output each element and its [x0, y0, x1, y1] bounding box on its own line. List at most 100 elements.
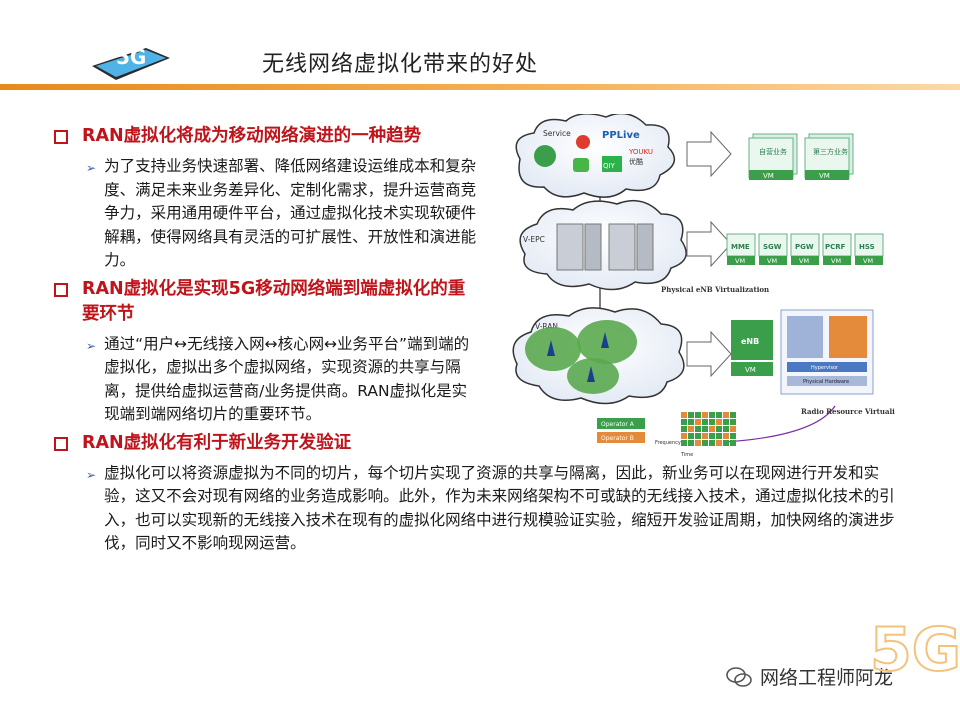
square-bullet-icon — [54, 436, 68, 451]
square-bullet-icon — [54, 282, 68, 297]
grid-cell — [702, 412, 708, 418]
grid-cell — [723, 426, 729, 432]
svg-text:Service: Service — [543, 129, 571, 138]
wechat-watermark: 网络工程师阿龙 — [726, 663, 893, 690]
svg-text:Radio Resource Virtualization: Radio Resource Virtualization — [801, 407, 895, 416]
grid-cell — [681, 419, 687, 425]
arrow-bullet-icon: ➢ — [86, 161, 97, 175]
connector-arrow — [724, 405, 836, 443]
grid-cell — [709, 440, 715, 446]
svg-text:V-EPC: V-EPC — [523, 235, 545, 244]
svg-text:VM: VM — [831, 257, 841, 265]
grid-cell — [730, 433, 736, 439]
square-bullet-icon — [54, 130, 68, 144]
grid-cell — [681, 426, 687, 432]
grid-cell — [702, 440, 708, 446]
grid-cell — [709, 426, 715, 432]
operator-grid: Operator A Operator B Time Frequency — [597, 412, 736, 458]
grid-cell — [716, 426, 722, 432]
grid-cell — [723, 440, 729, 446]
grid-cell — [730, 419, 736, 425]
svg-text:5G: 5G — [116, 45, 146, 69]
grid-cell — [688, 440, 694, 446]
grid-cell — [695, 433, 701, 439]
grid-cell — [688, 412, 694, 418]
grid-cell — [723, 419, 729, 425]
svg-text:MME: MME — [731, 243, 750, 251]
svg-text:SGW: SGW — [763, 243, 782, 251]
svg-text:PPLive: PPLive — [602, 130, 640, 141]
arrow-bullet-icon: ➢ — [86, 467, 97, 482]
grid-cell — [688, 426, 694, 432]
grid-cell — [723, 412, 729, 418]
svg-text:QIY: QIY — [603, 162, 616, 170]
grid-cell — [695, 440, 701, 446]
point-1-heading: RAN虚拟化将成为移动网络演进的一种趋势 — [52, 124, 482, 149]
epc-cloud: V-EPC — [519, 199, 687, 291]
arrow-bullet-icon: ➢ — [86, 338, 97, 353]
grid-cell — [688, 419, 694, 425]
svg-text:VM: VM — [799, 257, 809, 265]
svg-text:VM: VM — [735, 257, 745, 265]
arrow-right-icon — [686, 130, 732, 178]
svg-text:VM: VM — [763, 172, 774, 180]
grid-cell — [702, 419, 708, 425]
svg-text:HSS: HSS — [859, 243, 875, 251]
svg-text:VM: VM — [767, 257, 777, 265]
ran-virtualization-diagram: Service PPLive QIY YOUKU 优酷 自营业务 VM 第三方业… — [512, 114, 895, 458]
grid-cell — [730, 440, 736, 446]
grid-cell — [730, 426, 736, 432]
svg-text:Operator B: Operator B — [601, 435, 634, 442]
svg-text:VM: VM — [819, 172, 830, 180]
wechat-icon — [573, 158, 589, 172]
point-2-heading: RAN虚拟化是实现5G移动网络端到端虚拟化的重要环节 — [52, 277, 482, 327]
iqiyi-icon — [602, 156, 622, 172]
point-2-detail: ➢ 通过“用户↔无线接入网↔核心网↔业务平台”端到端的虚拟化，虚拟出多个虚拟网络… — [86, 334, 470, 424]
arrow-right-icon — [686, 220, 732, 268]
svg-text:Operator A: Operator A — [601, 421, 635, 428]
svg-text:第三方业务: 第三方业务 — [813, 147, 848, 156]
grid-cell — [730, 412, 736, 418]
wechat-icon — [726, 666, 752, 687]
svg-text:优酷: 优酷 — [629, 157, 643, 166]
server-virtualization-panel: Hypervisor Physical Hardware — [780, 309, 874, 395]
grid-cell — [695, 412, 701, 418]
corner-5g-mark: 5G — [869, 614, 960, 686]
svg-text:Frequency: Frequency — [655, 440, 681, 446]
svg-text:VM: VM — [745, 366, 756, 374]
grid-cell — [702, 433, 708, 439]
grid-cell — [695, 426, 701, 432]
service-cloud: Service PPLive QIY YOUKU 优酷 — [515, 114, 676, 198]
resource-grid — [681, 412, 736, 446]
weibo-icon — [576, 135, 590, 149]
svg-text:Physical eNB Virtualization: Physical eNB Virtualization — [661, 285, 769, 294]
grid-cell — [709, 419, 715, 425]
svg-text:PCRF: PCRF — [825, 243, 846, 251]
svg-text:Time: Time — [680, 452, 693, 458]
point-3-heading: RAN虚拟化有利于新业务开发验证 — [52, 431, 482, 456]
grid-cell — [723, 433, 729, 439]
grid-cell — [681, 440, 687, 446]
point-3-detail: ➢ 虚拟化可以将资源虚拟为不同的切片，每个切片实现了资源的共享与隔离，因此，新业… — [86, 463, 895, 553]
grid-cell — [695, 419, 701, 425]
grid-cell — [681, 433, 687, 439]
svg-text:YOUKU: YOUKU — [628, 148, 653, 156]
content-list: RAN虚拟化将成为移动网络演进的一种趋势 ➢ 为了支持业务快速部署、降低网络建设… — [52, 120, 895, 558]
service-vm-stack: 自营业务 VM 第三方业务 VM — [748, 133, 854, 180]
svg-text:V-RAN: V-RAN — [535, 322, 558, 331]
arrow-right-icon — [686, 330, 732, 378]
grid-cell — [716, 440, 722, 446]
grid-cell — [716, 419, 722, 425]
grid-cell — [688, 433, 694, 439]
enb-vm: eNB VM — [731, 320, 773, 376]
grid-cell — [716, 433, 722, 439]
page-title: 无线网络虚拟化带来的好处 — [262, 52, 539, 77]
svg-text:Physical Hardware: Physical Hardware — [803, 379, 849, 385]
ran-cloud: V-RAN — [512, 307, 685, 405]
phone-5g-logo: 5G — [92, 45, 170, 80]
grid-cell — [709, 433, 715, 439]
svg-text:自营业务: 自营业务 — [759, 147, 787, 156]
svg-text:PGW: PGW — [795, 243, 814, 251]
svg-text:Hypervisor: Hypervisor — [811, 365, 839, 371]
point-1-detail: ➢ 为了支持业务快速部署、降低网络建设运维成本和复杂度、满足未来业务差异化、定制… — [86, 157, 477, 269]
